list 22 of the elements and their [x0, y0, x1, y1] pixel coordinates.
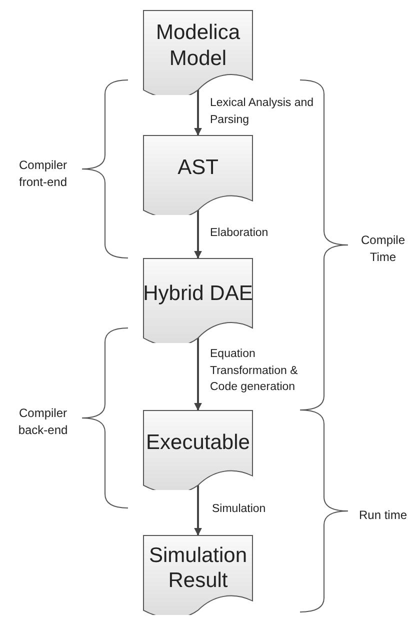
document-shape — [143, 10, 253, 95]
node-label: Executable — [146, 430, 250, 456]
phase-label: Compiler front-end — [18, 157, 68, 192]
arrow — [194, 338, 202, 411]
node-label: Modelica Model — [154, 20, 242, 71]
document-shape — [143, 258, 253, 343]
phase-label: Compile Time — [360, 232, 406, 266]
node-label: Simulation Result — [148, 542, 248, 594]
document-shape — [143, 135, 253, 215]
arrow — [194, 90, 202, 136]
node-label: AST — [178, 155, 218, 181]
node-label: Hybrid DAE — [143, 280, 253, 306]
document-shape — [143, 535, 253, 615]
arrow — [194, 485, 202, 536]
document-shape — [143, 410, 253, 490]
phase-label: Compiler back-end — [17, 405, 69, 440]
arrow — [194, 210, 202, 259]
edge-label: Equation Transformation & Code generation — [210, 347, 299, 396]
edge-label: Elaboration — [210, 226, 270, 241]
phase-label: Run time — [358, 507, 408, 524]
edge-label: Simulation — [212, 502, 267, 517]
edge-label: Lexical Analysis and Parsing — [210, 96, 315, 128]
